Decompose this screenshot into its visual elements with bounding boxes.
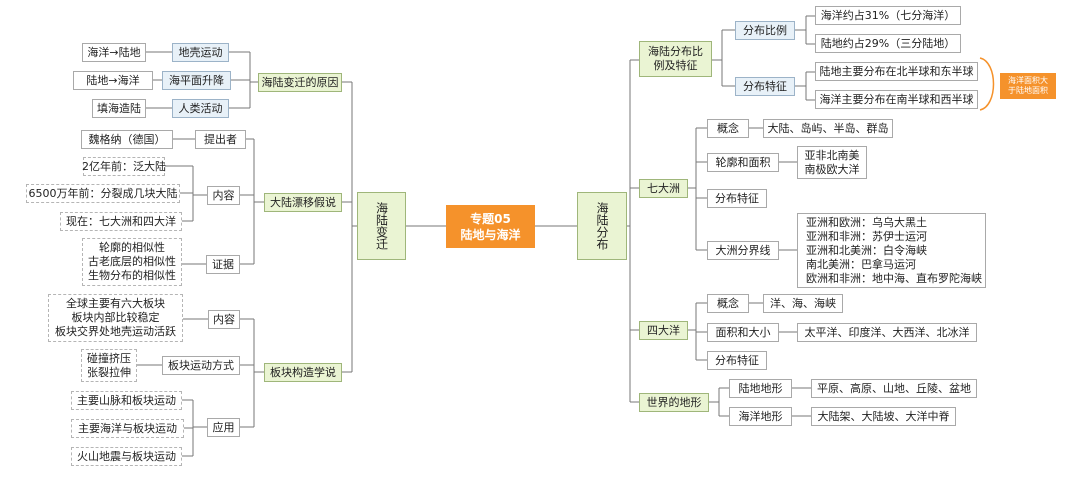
note-ocean-larger: 海洋面积大 于陆地面积: [1000, 73, 1056, 99]
leaf-land-landform: 平原、高原、山地、丘陵、盆地: [811, 379, 977, 398]
node-oceans: 四大洋: [639, 321, 688, 340]
node-ocean-area: 面积和大小: [707, 323, 779, 342]
leaf-present: 现在：七大洲和四大洋: [60, 212, 182, 231]
node-ocean-concept: 概念: [707, 294, 749, 313]
node-application: 应用: [207, 418, 240, 437]
node-evidence: 证据: [206, 255, 240, 274]
node-plate-motion: 板块运动方式: [162, 356, 240, 375]
leaf-continent-concept: 大陆、岛屿、半岛、群岛: [763, 119, 893, 138]
node-continental-drift: 大陆漂移假说: [264, 193, 342, 212]
node-continent-boundary: 大洲分界线: [707, 241, 779, 260]
leaf-plate-content-list: 全球主要有六大板块 板块内部比较稳定 板块交界处地壳运动活跃: [48, 294, 183, 342]
leaf-application: 主要山脉和板块运动: [71, 391, 182, 410]
node-sea-level: 海平面升降: [162, 71, 231, 90]
leaf-application: 主要海洋与板块运动: [71, 419, 184, 438]
evidence-line: 生物分布的相似性: [88, 269, 176, 282]
node-land-landform: 陆地地形: [729, 379, 792, 398]
node-ratio: 海陆分布比 例及特征: [639, 41, 712, 77]
leaf-continent-boundaries: 亚洲和欧洲：乌乌大黑土 亚洲和非洲：苏伊士运河 亚洲和北美洲：白令海峡 南北美洲…: [797, 213, 986, 288]
node-plate-content: 内容: [208, 310, 240, 329]
center-topic-line1: 专题05: [470, 211, 511, 226]
note-line: 于陆地面积: [1008, 86, 1048, 95]
leaf-application: 火山地震与板块运动: [71, 447, 182, 466]
leaf-pangaea: 2亿年前：泛大陆: [82, 157, 166, 176]
node-drift-content: 内容: [207, 186, 240, 205]
leaf-wegener: 魏格纳（德国）: [81, 130, 173, 149]
boundary-line: 南北美洲：巴拿马运河: [806, 257, 916, 271]
node-share: 分布比例: [735, 21, 795, 40]
node-continent-concept: 概念: [707, 119, 749, 138]
node-reasons: 海陆变迁的原因: [258, 73, 342, 92]
node-continent-feature: 分布特征: [707, 189, 767, 208]
leaf-sea-landform: 大陆架、大陆坡、大洋中脊: [811, 407, 956, 426]
node-sea-landform: 海洋地形: [729, 407, 792, 426]
main-branch-left-label: 海陆变迁: [374, 202, 389, 250]
plate-motion-line: 碰撞挤压: [87, 351, 131, 365]
node-plate-tectonics: 板块构造学说: [264, 363, 342, 382]
boundary-line: 亚洲和北美洲：白令海峡: [806, 243, 927, 257]
node-human-activity: 人类活动: [172, 99, 229, 118]
node-distribution-feature: 分布特征: [735, 77, 795, 96]
boundary-line: 欧洲和非洲：地中海、直布罗陀海峡: [806, 271, 982, 285]
note-line: 海洋面积大: [1008, 76, 1048, 85]
boundary-line: 亚洲和非洲：苏伊士运河: [806, 229, 927, 243]
leaf-land-share: 陆地约占29%（三分陆地）: [815, 34, 961, 53]
outline-line: 南极欧大洋: [804, 162, 860, 176]
leaf-ocean-share: 海洋约占31%（七分海洋）: [815, 6, 961, 25]
leaf-ocean-area: 太平洋、印度洋、大西洋、北冰洋: [797, 323, 977, 342]
center-topic: 专题05 陆地与海洋: [446, 205, 535, 248]
leaf-sea-to-land: 海洋→陆地: [82, 43, 146, 62]
outline-line: 亚非北南美: [804, 148, 860, 162]
evidence-line: 轮廓的相似性: [99, 241, 165, 254]
leaf-ocean-hemisphere: 海洋主要分布在南半球和西半球: [815, 90, 978, 109]
node-continents: 七大洲: [639, 179, 688, 198]
node-continent-outline: 轮廓和面积: [707, 153, 779, 172]
evidence-line: 古老底层的相似性: [88, 255, 176, 268]
leaf-evidence-list: 轮廓的相似性 古老底层的相似性 生物分布的相似性: [82, 238, 182, 286]
main-branch-haiLuFenBu: 海陆分布: [577, 192, 627, 260]
plate-motion-line: 张裂拉伸: [87, 365, 131, 379]
leaf-land-hemisphere: 陆地主要分布在北半球和东半球: [815, 62, 978, 81]
leaf-ocean-concept: 洋、海、海峡: [763, 294, 843, 313]
node-ratio-line: 海陆分布比: [648, 45, 703, 58]
node-proposer: 提出者: [195, 130, 246, 149]
boundary-line: 亚洲和欧洲：乌乌大黑土: [806, 215, 927, 229]
plate-content-line: 板块交界处地壳运动活跃: [55, 325, 176, 338]
plate-content-line: 板块内部比较稳定: [71, 311, 160, 324]
center-topic-line2: 陆地与海洋: [460, 227, 521, 242]
node-landforms: 世界的地形: [639, 393, 709, 412]
leaf-continent-outline: 亚非北南美 南极欧大洋: [797, 146, 867, 179]
leaf-split: 6500万年前：分裂成几块大陆: [26, 184, 180, 203]
plate-content-line: 全球主要有六大板块: [66, 297, 165, 310]
main-branch-haiLuBianQian: 海陆变迁: [357, 192, 406, 260]
node-crust-movement: 地壳运动: [172, 43, 229, 62]
node-ocean-feature: 分布特征: [707, 351, 767, 370]
leaf-plate-motion-list: 碰撞挤压 张裂拉伸: [81, 349, 137, 382]
node-ratio-line: 例及特征: [653, 59, 698, 72]
main-branch-right-label: 海陆分布: [595, 202, 609, 250]
leaf-land-reclamation: 填海造陆: [92, 99, 146, 118]
leaf-land-to-sea: 陆地→海洋: [73, 71, 153, 90]
